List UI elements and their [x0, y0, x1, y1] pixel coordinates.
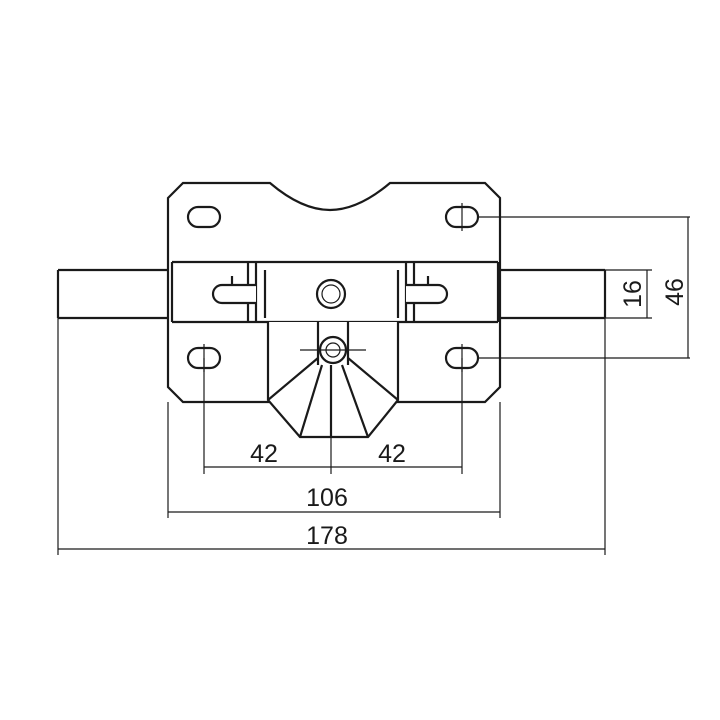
handle-lever — [266, 322, 400, 439]
bolt-slots — [211, 276, 449, 305]
dim-42-left: 42 — [250, 440, 278, 468]
extension-lines — [57, 216, 690, 555]
dim-178: 178 — [306, 522, 348, 550]
dimension-lines — [58, 217, 689, 550]
dim-42-right: 42 — [378, 440, 406, 468]
bolt-knob — [315, 278, 347, 310]
dim-46: 46 — [661, 278, 689, 306]
dim-106: 106 — [306, 484, 348, 512]
dim-16: 16 — [619, 280, 647, 308]
